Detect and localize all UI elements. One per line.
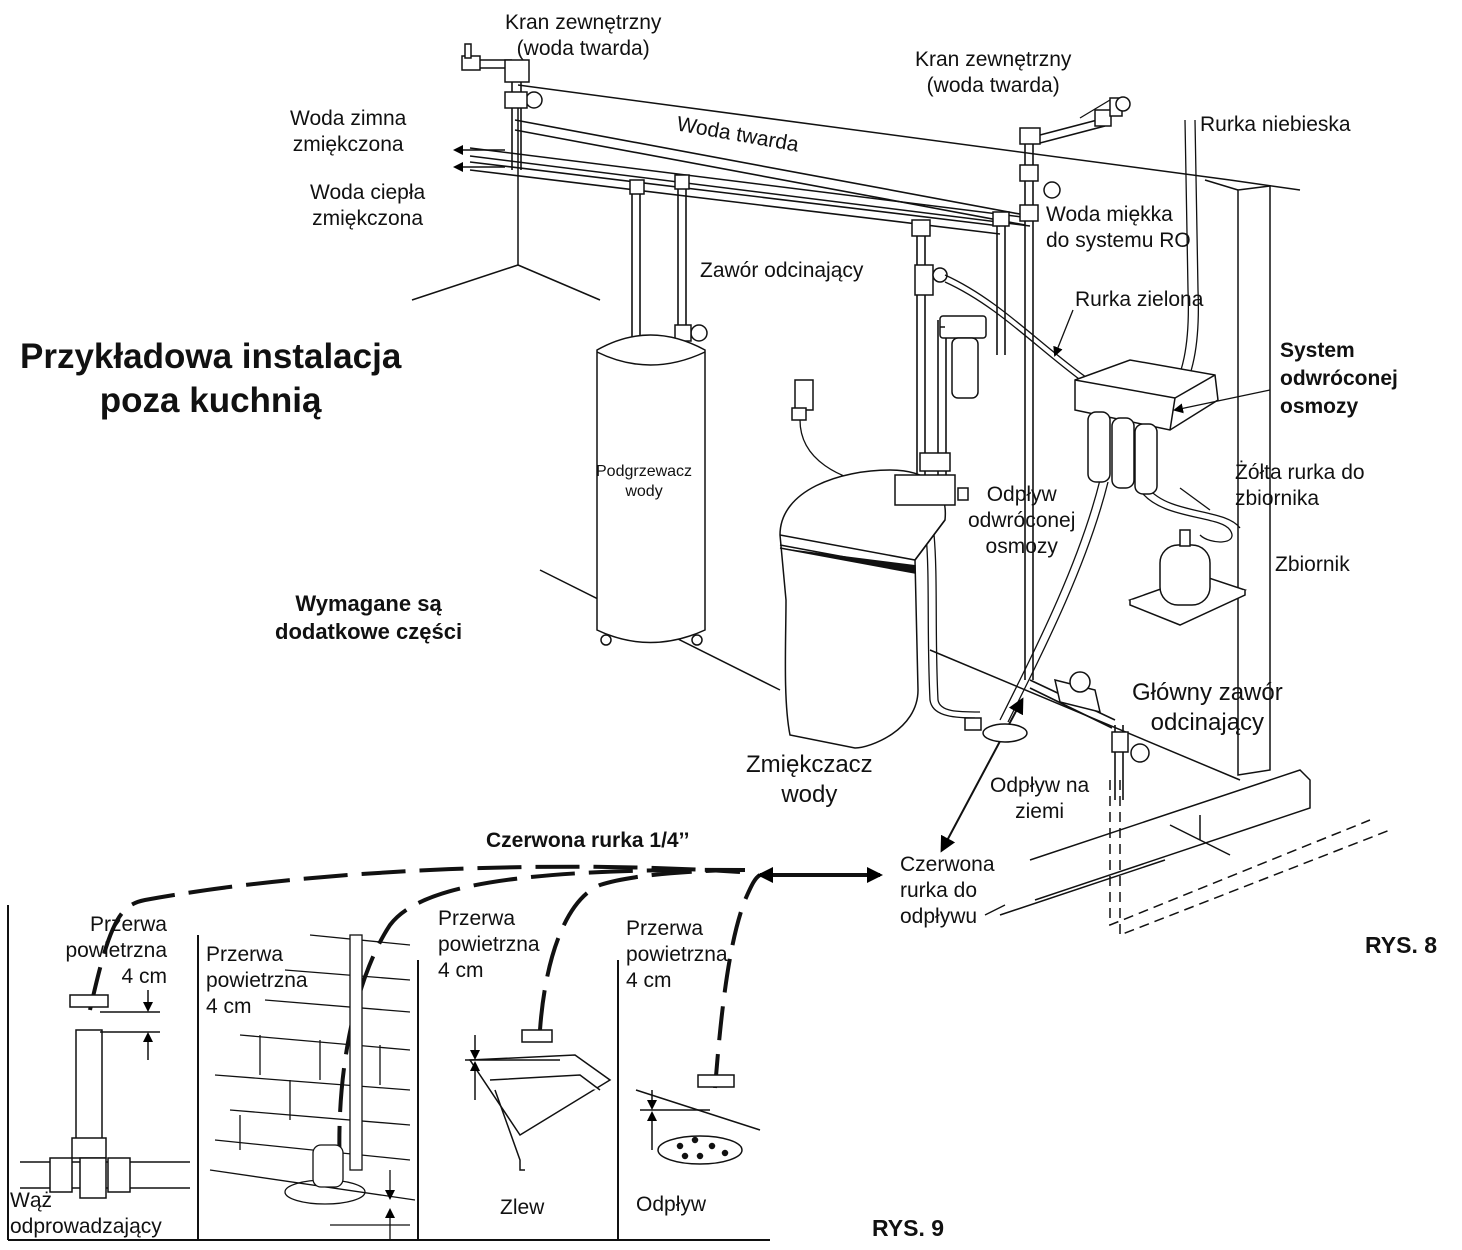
label-line: zmiękczona <box>292 133 404 156</box>
figure-label-8: RYS. 8 <box>1365 932 1438 958</box>
label-line: powietrzna <box>438 933 540 956</box>
panel-2-air-gap: Przerwa powietrzna 4 cm <box>206 942 308 1020</box>
label-hot-soft-water: Woda ciepła zmiękczona <box>310 180 425 232</box>
label-line: Kran zewnętrzny <box>915 48 1072 71</box>
label-line: odcinający <box>1150 709 1265 736</box>
panel-1-caption: Wąż odprowadzający <box>10 1188 162 1240</box>
panel-4-caption: Odpływ <box>636 1193 707 1216</box>
label-shutoff-valve: Zawór odcinający <box>700 259 864 282</box>
panel-floor-drain <box>635 1074 761 1165</box>
label-line: wody <box>625 483 663 500</box>
label-line: Przerwa <box>89 913 167 936</box>
floor-drain <box>964 717 1028 743</box>
label-ro-drain: Odpływ odwróconej osmozy <box>968 482 1075 560</box>
label-line: 4 cm <box>626 969 672 992</box>
label-red-tube-drain: Czerwona rurka do odpływu <box>900 852 995 930</box>
extra-parts-note: Wymagane są dodatkowe części <box>275 590 462 646</box>
label-line: Żółta rurka do <box>1235 461 1365 484</box>
label-line: Wąż <box>10 1189 52 1212</box>
water-softener <box>779 379 969 749</box>
label-cold-soft-water: Woda zimna zmiękczona <box>290 106 406 158</box>
label-line: odwróconej <box>1280 367 1398 390</box>
label-line: Odpływ na <box>990 774 1090 797</box>
label-line: Przerwa <box>626 917 704 940</box>
label-line: zbiornika <box>1235 487 1320 510</box>
label-line: Woda ciepła <box>310 181 426 204</box>
label-floor-drain: Odpływ na ziemi <box>990 773 1089 825</box>
label-red-tube-size: Czerwona rurka 1/4’’ <box>486 829 690 852</box>
label-line: odprowadzający <box>10 1215 162 1238</box>
title-line: Przykładowa instalacja <box>20 337 402 376</box>
label-line: (woda twarda) <box>516 37 650 60</box>
label-yellow-tube: Żółta rurka do zbiornika <box>1235 460 1365 512</box>
label-outdoor-faucet-right: Kran zewnętrzny (woda twarda) <box>915 47 1071 99</box>
label-line: System <box>1280 339 1355 362</box>
panel-3-caption: Zlew <box>500 1196 545 1219</box>
prefilter <box>939 315 987 399</box>
label-line: Woda miękka <box>1046 203 1173 226</box>
label-line: osmozy <box>1280 395 1359 418</box>
label-line: 4 cm <box>438 959 484 982</box>
label-line: do systemu RO <box>1046 229 1191 252</box>
label-outdoor-faucet-left: Kran zewnętrzny (woda twarda) <box>505 10 661 62</box>
label-line: powietrzna <box>65 939 167 962</box>
label-line: Kran zewnętrzny <box>505 11 662 34</box>
label-line: 4 cm <box>121 965 167 988</box>
label-line: Odpływ <box>986 483 1057 506</box>
label-main-shutoff: Główny zawór odcinający <box>1132 678 1283 738</box>
label-line: odpływu <box>900 905 978 928</box>
leader-lines <box>984 99 1271 916</box>
panel-4-air-gap: Przerwa powietrzna 4 cm <box>626 916 728 994</box>
label-blue-tube: Rurka niebieska <box>1200 113 1351 136</box>
title-line: poza kuchnią <box>99 381 322 420</box>
water-heater <box>596 334 706 646</box>
label-softener: Zmiękczacz wody <box>746 750 873 810</box>
label-tank: Zbiornik <box>1275 553 1350 576</box>
label-line: Woda zimna <box>290 107 407 130</box>
panel-brick-wall <box>209 934 416 1240</box>
label-line: ziemi <box>1015 800 1065 823</box>
label-green-tube: Rurka zielona <box>1075 288 1204 311</box>
label-line: wody <box>781 781 838 808</box>
label-line: Zmiękczacz <box>746 751 873 778</box>
label-line: odwróconej <box>968 509 1076 532</box>
label-soft-water-to-ro: Woda miękka do systemu RO <box>1046 202 1191 254</box>
page-title: Przykładowa instalacja poza kuchnią <box>20 335 401 423</box>
label-line: Główny zawór <box>1132 679 1283 706</box>
label-line: Przerwa <box>438 907 516 930</box>
label-line: powietrzna <box>206 969 308 992</box>
label-line: rurka do <box>900 879 978 902</box>
valves <box>461 43 1150 763</box>
figure-label-9: RYS. 9 <box>872 1215 945 1241</box>
panel-3-air-gap: Przerwa powietrzna 4 cm <box>438 906 540 984</box>
bottom-panels <box>7 905 770 1241</box>
label-ro-system: System odwróconej osmozy <box>1280 337 1398 421</box>
label-line: Przerwa <box>206 943 284 966</box>
label-line: osmozy <box>985 535 1058 558</box>
label-line: zmiękczona <box>312 207 424 230</box>
label-line: powietrzna <box>626 943 728 966</box>
panel-1-air-gap: Przerwa powietrzna 4 cm <box>47 912 167 990</box>
label-water-heater: Podgrzewacz wody <box>596 462 692 502</box>
label-line: (woda twarda) <box>926 74 1060 97</box>
panel-sink <box>465 1029 612 1171</box>
label-line: 4 cm <box>206 995 252 1018</box>
label-line: Czerwona <box>900 853 995 876</box>
label-line: Podgrzewacz <box>596 463 693 480</box>
panel-standpipe <box>20 990 190 1199</box>
note-line: dodatkowe części <box>275 619 463 644</box>
ro-unit <box>1074 359 1248 626</box>
note-line: Wymagane są <box>295 591 442 616</box>
